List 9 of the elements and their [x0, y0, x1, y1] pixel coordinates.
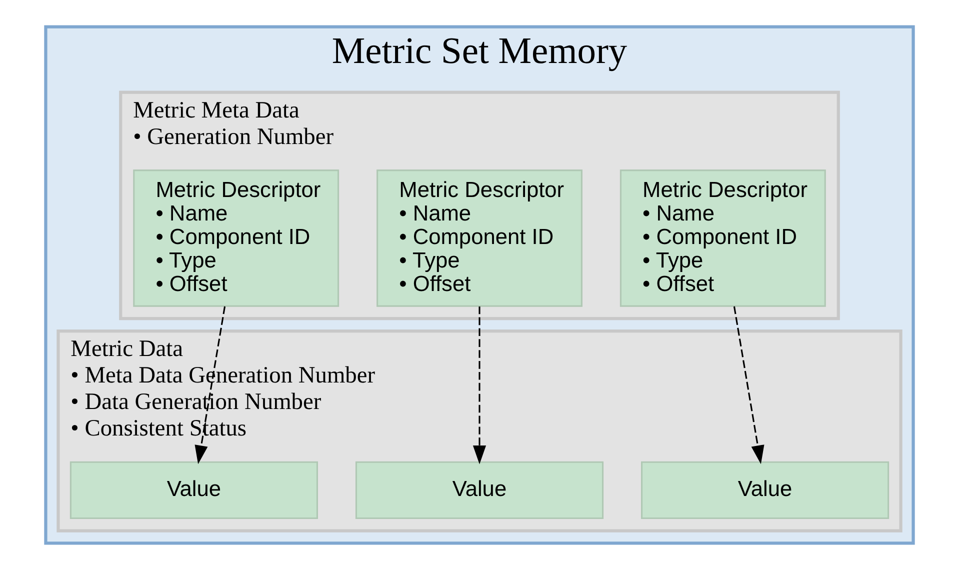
node-box: Value: [355, 461, 604, 520]
arrow: [472, 306, 486, 464]
node-box: Metric Descriptor • Name • Component ID • Type • Offset: [133, 170, 340, 307]
node-box: Value: [70, 461, 318, 520]
arrow: [733, 306, 764, 464]
node-box: Value: [641, 461, 890, 520]
node-box: Metric Descriptor • Name • Component ID • Type • Offset: [376, 170, 582, 307]
arrow: [194, 306, 226, 464]
node-box: Metric Descriptor • Name • Component ID • Type • Offset: [620, 170, 826, 307]
